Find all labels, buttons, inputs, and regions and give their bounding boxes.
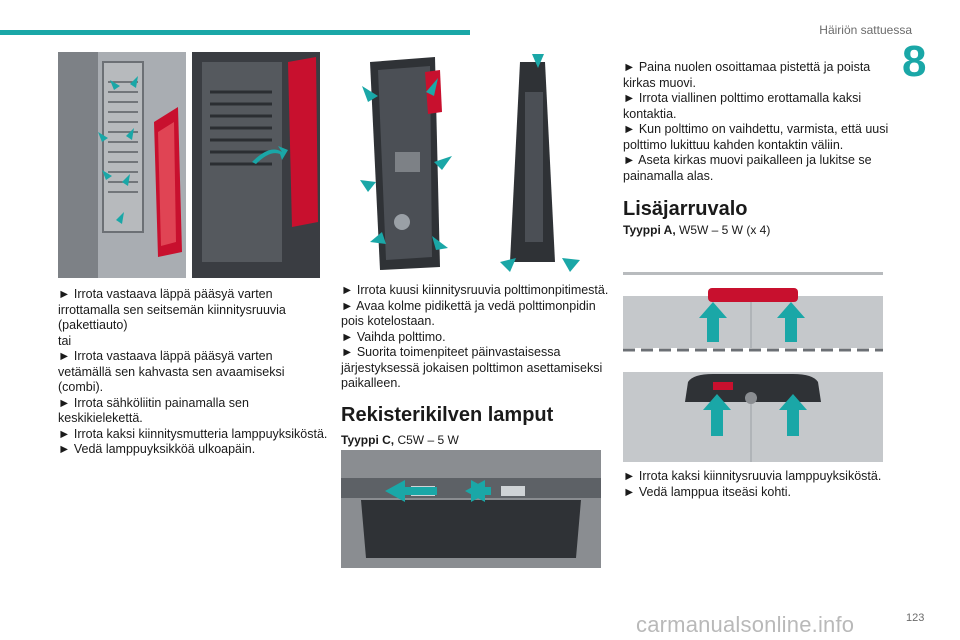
chapter-number: 8 bbox=[902, 37, 927, 86]
figure-taillight-flap-handle bbox=[192, 52, 320, 278]
col1-line: tai bbox=[58, 333, 72, 348]
heading-licence-plate-lamps: Rekisterikilven lamput bbox=[341, 404, 554, 426]
figure-brake-light-bottom bbox=[623, 372, 883, 462]
col3-line: ► Irrota viallinen polttimo erottamalla … bbox=[623, 91, 862, 105]
spec-licence-plate-lamps: Tyyppi C, C5W – 5 W bbox=[341, 433, 459, 447]
col2-line: paikalleen. bbox=[341, 376, 401, 390]
spec-type: Tyyppi C, bbox=[341, 433, 395, 447]
col1-line: ► Irrota vastaava läppä pääsyä varten bbox=[58, 287, 273, 301]
spec-value: C5W – 5 W bbox=[394, 433, 459, 447]
figure-brake-light-top bbox=[623, 268, 883, 356]
figure-licence-plate-lamp bbox=[341, 450, 601, 568]
col3-line: ► Aseta kirkas muovi paikalleen ja lukit… bbox=[623, 153, 872, 167]
col1-line: ► Irrota sähköliitin painamalla sen bbox=[58, 395, 249, 410]
col1-line: ► Vedä lamppuyksikköä ulkoapäin. bbox=[58, 442, 256, 456]
col3-line: polttimo lukittuu kahden kontaktin välii… bbox=[623, 137, 844, 152]
col2-line: pois kotelostaan. bbox=[341, 314, 435, 328]
col1-line: vetämällä sen kahvasta sen avaamiseksi bbox=[58, 364, 285, 379]
spec-type: Tyyppi A, bbox=[623, 223, 676, 237]
col1-line: keskikielekettä. bbox=[58, 411, 143, 425]
header-accent-bar bbox=[0, 30, 470, 35]
section-title: Häiriön sattuessa bbox=[819, 23, 912, 37]
col1-line: irrottamalla sen seitsemän kiinnitysruuv… bbox=[58, 302, 286, 317]
figure-bulb-holder-screws bbox=[340, 52, 596, 274]
col2-line: ► Suorita toimenpiteet päinvastaisessa bbox=[341, 345, 561, 359]
col3-line: kirkas muovi. bbox=[623, 75, 696, 90]
col1-line: ► Irrota kaksi kiinnitysmutteria lamppuy… bbox=[58, 426, 328, 441]
col2-line: ► Avaa kolme pidikettä ja vedä polttimon… bbox=[341, 298, 596, 313]
col2-line: ► Vaihda polttimo. bbox=[341, 329, 446, 344]
col3-line: ► Vedä lamppua itseäsi kohti. bbox=[623, 484, 792, 499]
col3-instructions: ► Paina nuolen osoittamaa pistettä ja po… bbox=[623, 60, 893, 184]
col1-line: ► Irrota vastaava läppä pääsyä varten bbox=[58, 349, 273, 363]
col1-line: (pakettiauto) bbox=[58, 318, 128, 332]
col3-line: painamalla alas. bbox=[623, 168, 714, 183]
page-number: 123 bbox=[906, 612, 925, 624]
spec-additional-brake-light: Tyyppi A, W5W – 5 W (x 4) bbox=[623, 223, 770, 237]
col3-bottom-instructions: ► Irrota kaksi kiinnitysruuvia lamppuyks… bbox=[623, 469, 893, 500]
col1-instructions: ► Irrota vastaava läppä pääsyä varten ir… bbox=[58, 287, 328, 458]
col1-line: (combi). bbox=[58, 380, 104, 394]
col2-line: ► Irrota kuusi kiinnitysruuvia polttimon… bbox=[341, 283, 609, 297]
watermark: carmanualsonline.info bbox=[636, 612, 855, 637]
figure-taillight-flap-screws bbox=[58, 52, 186, 278]
col3-line: ► Irrota kaksi kiinnitysruuvia lamppuyks… bbox=[623, 469, 882, 483]
col2-line: järjestyksessä jokaisen polttimon asetta… bbox=[341, 360, 603, 375]
col2-instructions: ► Irrota kuusi kiinnitysruuvia polttimon… bbox=[341, 283, 611, 392]
heading-additional-brake-light: Lisäjarruvalo bbox=[623, 198, 748, 220]
col3-line: ► Paina nuolen osoittamaa pistettä ja po… bbox=[623, 60, 871, 74]
spec-value: W5W – 5 W (x 4) bbox=[675, 223, 771, 237]
col3-line: ► Kun polttimo on vaihdettu, varmista, e… bbox=[623, 122, 889, 136]
col3-line: kontaktia. bbox=[623, 106, 677, 121]
